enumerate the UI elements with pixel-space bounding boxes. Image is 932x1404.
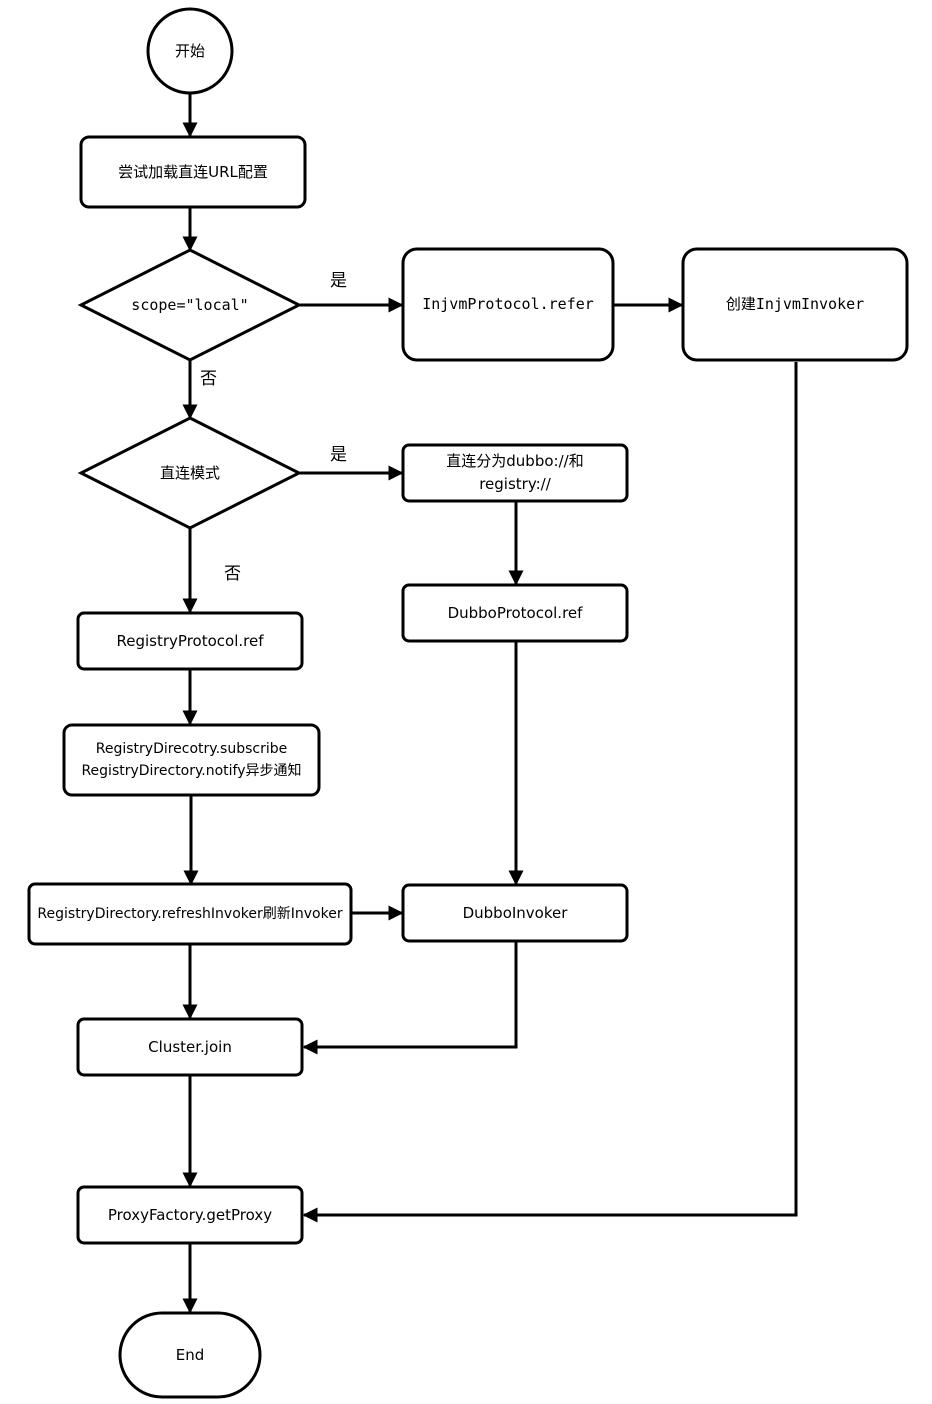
registry-ref-label: RegistryProtocol.ref — [116, 631, 264, 650]
create-injvm-label: 创建InjvmInvoker — [683, 249, 907, 360]
scope-decision-node — [77, 248, 303, 362]
create-injvm-node — [681, 247, 909, 362]
edge-invoker-to-cluster — [302, 942, 518, 1055]
direct-mode-decision-node — [77, 416, 303, 530]
proxy-node — [76, 1185, 304, 1245]
dubbo-invoker-label: DubboInvoker — [462, 903, 568, 922]
direct-mode-label: 直连模式 — [159, 463, 220, 482]
registry-ref-node — [76, 611, 304, 671]
direct-split-label: 直连分为dubbo://和registry:// — [446, 452, 584, 493]
scope-decision-label: scope="local" — [131, 295, 249, 314]
start-label: 开始 — [174, 41, 205, 60]
dubbo-ref-label: DubboProtocol.ref — [447, 603, 583, 622]
cluster-join-label: Cluster.join — [148, 1037, 232, 1056]
direct-no-label: 否 — [224, 564, 241, 584]
load-config-label: 尝试加载直连URL配置 — [118, 162, 268, 181]
cluster-join-node — [76, 1017, 304, 1077]
dubbo-invoker-node — [401, 883, 629, 943]
start-node — [146, 7, 234, 95]
end-node — [118, 1311, 262, 1399]
direct-yes-label: 是 — [330, 445, 347, 465]
end-label: End — [175, 1345, 205, 1364]
subscribe-node — [62, 723, 321, 797]
create-injvm-text: 创建InjvmInvoker — [725, 295, 865, 313]
dubbo-ref-node — [401, 583, 629, 643]
injvm-refer-node — [401, 247, 615, 362]
injvm-refer-label: InjvmProtocol.refer — [422, 295, 594, 313]
refresh-invoker-node — [27, 882, 353, 946]
direct-split-node — [401, 443, 629, 503]
scope-yes-label: 是 — [330, 271, 347, 291]
load-config-node — [79, 135, 307, 209]
scope-no-label: 否 — [200, 369, 217, 389]
proxy-label: ProxyFactory.getProxy — [107, 1205, 273, 1224]
subscribe-label: RegistryDirecotry.subscribe RegistryDire… — [81, 741, 302, 779]
edge-create-to-proxy — [302, 362, 798, 1223]
refresh-invoker-label: RegistryDirectory.refreshInvoker刷新Invoke… — [37, 906, 343, 922]
